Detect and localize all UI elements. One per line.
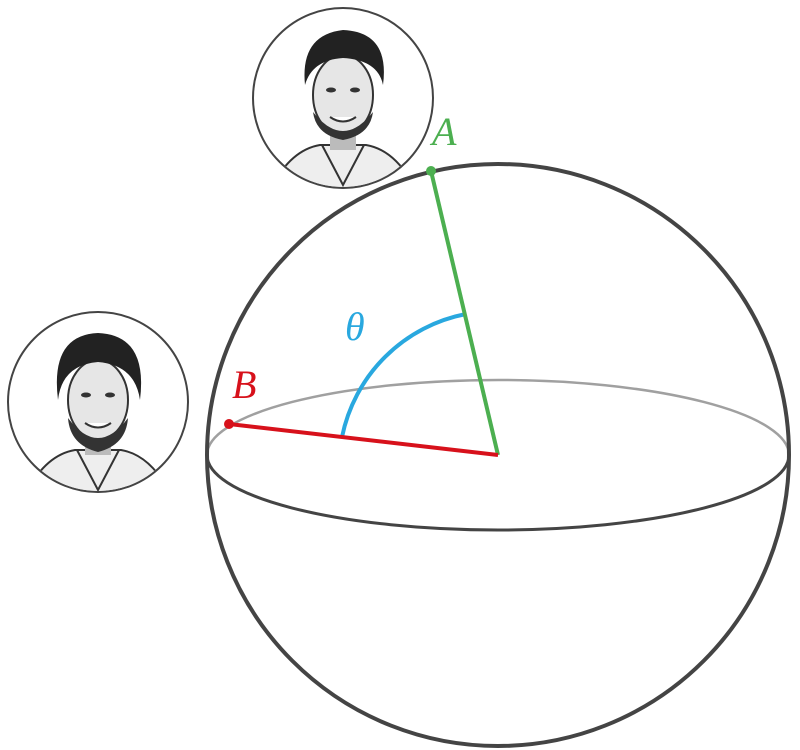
person-a-portrait	[252, 7, 434, 189]
person-b-portrait	[7, 311, 189, 493]
radius-to-a	[429, 170, 500, 456]
label-b: B	[232, 362, 256, 407]
angle-arc	[340, 312, 467, 438]
point-b	[224, 419, 234, 429]
label-a: A	[429, 109, 457, 154]
point-a	[426, 166, 436, 176]
equator-back	[205, 378, 791, 456]
label-theta: θ	[345, 304, 365, 349]
sphere-outline	[205, 162, 791, 748]
equator-front	[205, 454, 791, 532]
radius-to-b	[228, 422, 499, 457]
